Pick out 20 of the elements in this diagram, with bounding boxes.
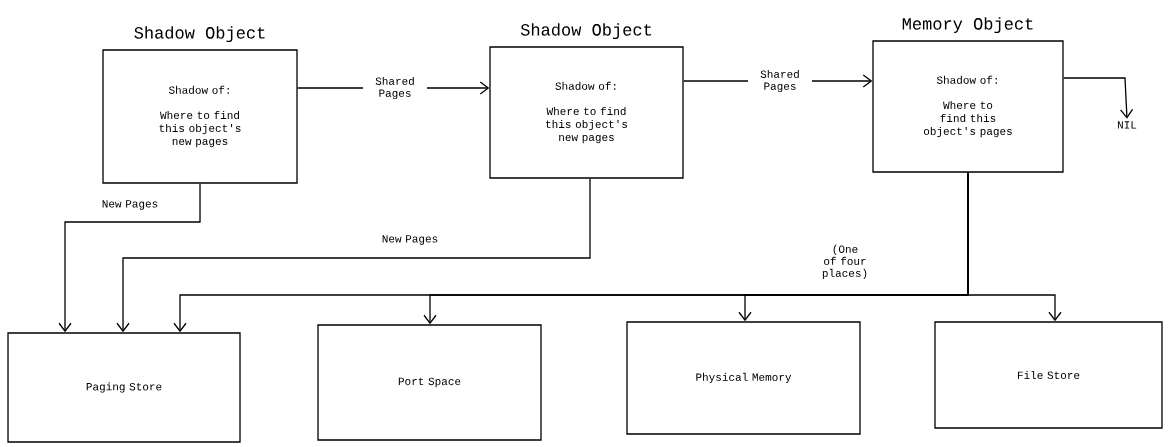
process-box: Shadow of: Where to find this object's new pages	[489, 46, 684, 179]
connector-arrow	[58, 183, 201, 333]
process-box: Physical Memory	[626, 321, 861, 435]
connector-arrow	[1063, 77, 1134, 119]
process-box: Shadow of: Where to find this object's new pages	[102, 49, 298, 184]
node-heading: Shadow Object	[134, 26, 265, 42]
process-box: Paging Store	[7, 332, 241, 443]
edge-label: Shared Pages	[748, 68, 812, 94]
process-box: File Store	[934, 321, 1163, 429]
terminal-label: NIL	[1117, 121, 1137, 129]
edge-label: (One of four places)	[813, 243, 877, 281]
connector-arrow	[967, 172, 1062, 322]
process-box: Shadow of: Where to find this object's pages	[872, 40, 1064, 173]
connector-arrow	[116, 178, 591, 333]
process-box: Port Space	[317, 324, 542, 441]
edge-label: Shared Pages	[363, 75, 427, 101]
edge-label: New Pages	[378, 234, 442, 246]
node-heading: Shadow Object	[520, 23, 652, 39]
edge-label: New Pages	[98, 199, 162, 211]
node-heading: Memory Object	[902, 17, 1033, 33]
